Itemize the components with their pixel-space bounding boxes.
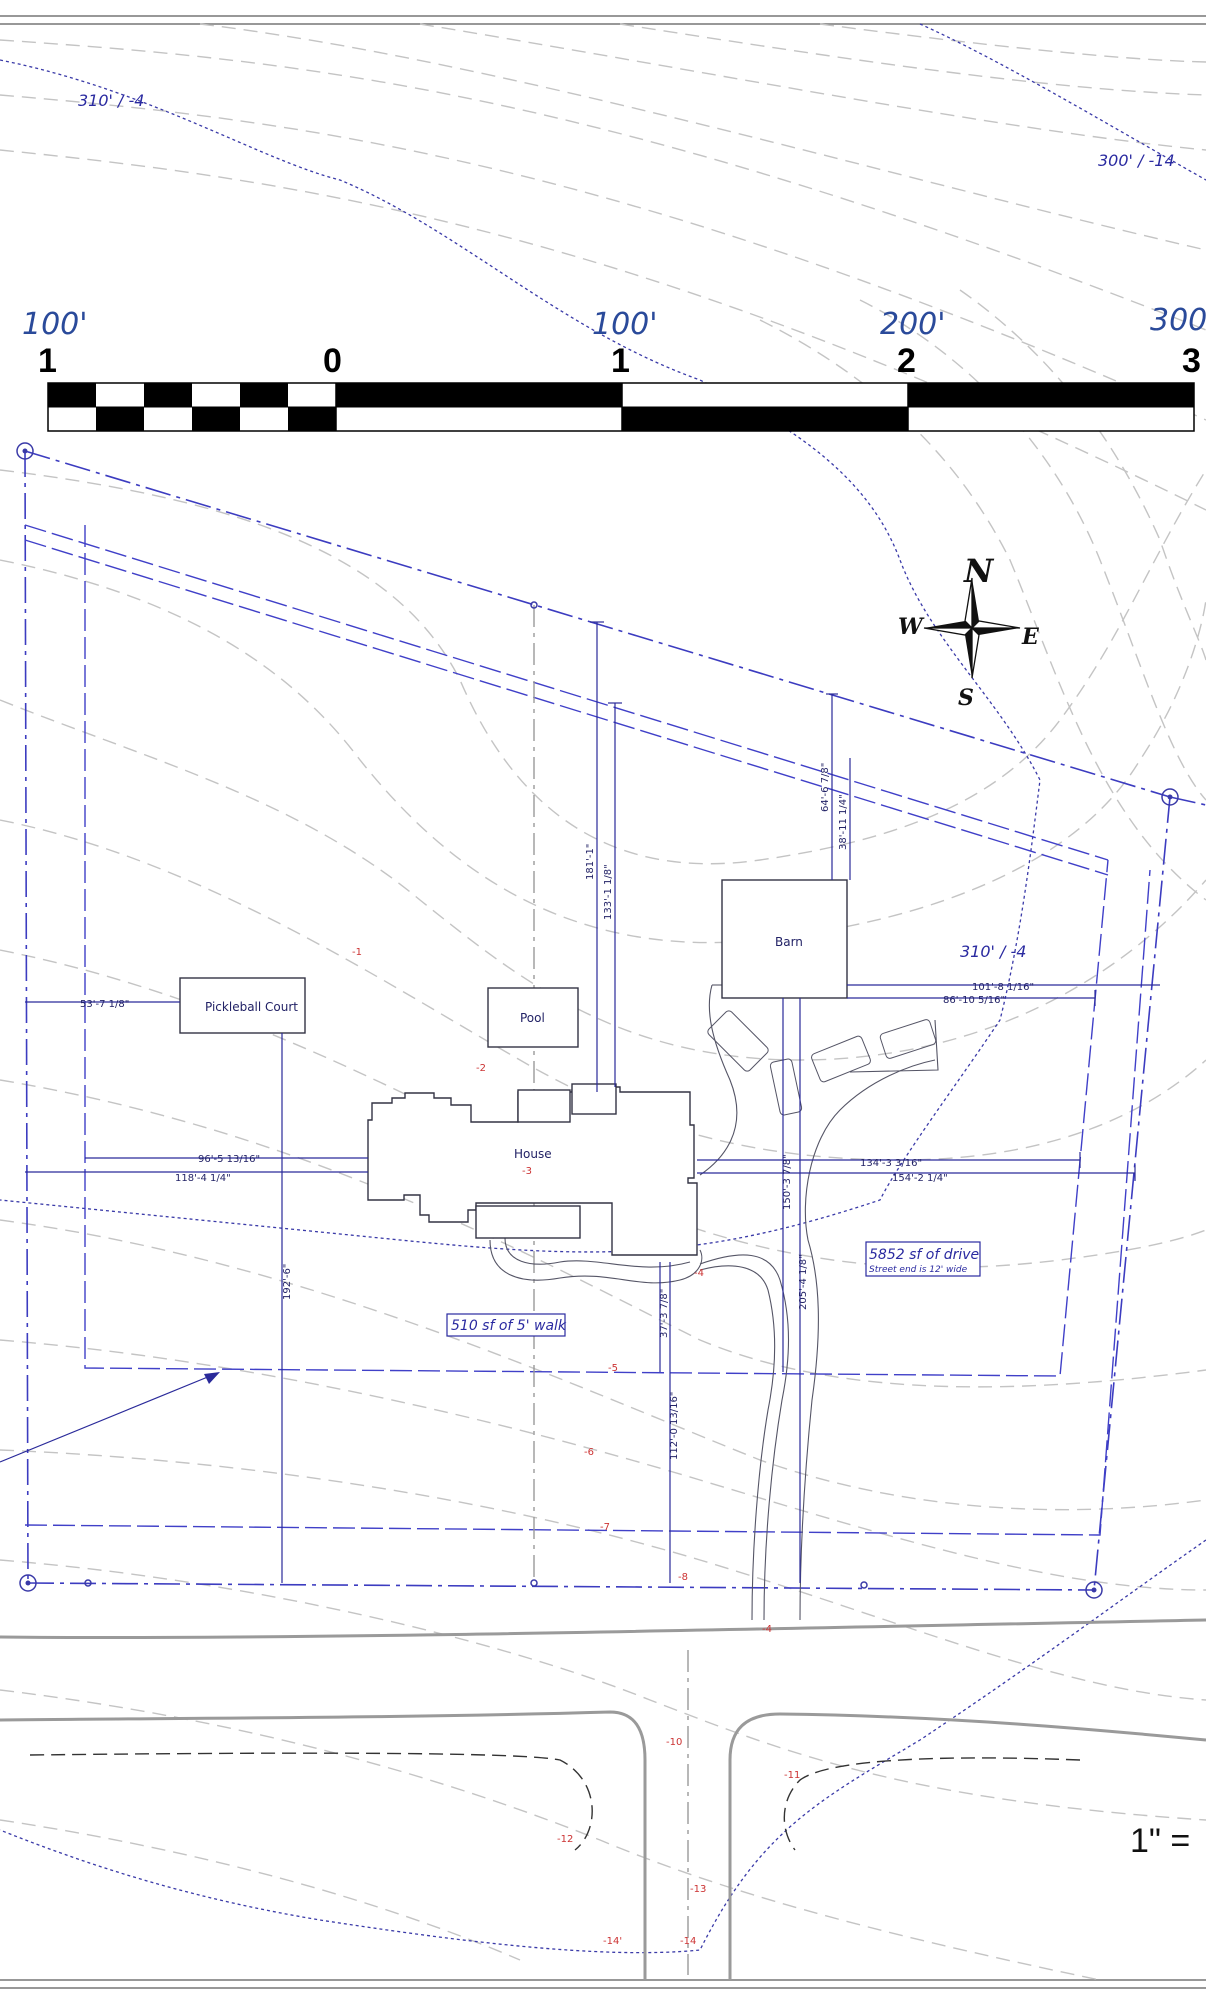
- elev-10: -10: [666, 1737, 682, 1748]
- dim-205: 205'-4 1/8": [798, 1254, 809, 1310]
- scale-note: 1" =: [1130, 1822, 1190, 1860]
- dim-154: 154'-2 1/4": [892, 1173, 948, 1184]
- contour-label-near-barn: 310' / -4: [960, 942, 1026, 961]
- contour-label-top-left: 310' / -4: [78, 91, 144, 110]
- scale-feet-label-0: 100': [22, 307, 88, 342]
- elev-12: -12: [557, 1834, 573, 1845]
- house-bump-1: [517, 1089, 571, 1123]
- elev-5: -5: [608, 1363, 618, 1374]
- dimension-lines: [0, 621, 1160, 1583]
- major-contours: [0, 23, 1206, 1954]
- survey-pins: [16, 442, 1179, 1599]
- dim-53: 53'-7 1/8": [80, 999, 129, 1010]
- elev-1: -1: [352, 947, 362, 958]
- house-label: House: [514, 1147, 552, 1161]
- dim-112: 112'-0 13/16": [669, 1392, 680, 1460]
- dim-86: 86'-10 5/16": [943, 995, 1005, 1006]
- topo-contours: [0, 23, 1206, 1981]
- dim-64: 64'-6 7/8": [820, 763, 831, 812]
- elev-11: -11: [784, 1770, 800, 1781]
- graphic-scale-bar: [47, 382, 1195, 432]
- compass-s: S: [958, 685, 974, 711]
- dim-192: 192'-6": [282, 1264, 293, 1300]
- scale-tick-label-0: 1: [38, 342, 57, 380]
- barn-label: Barn: [775, 935, 803, 949]
- scale-tick-label-2: 1: [611, 342, 630, 380]
- drive-callout-note: Street end is 12' wide: [869, 1265, 968, 1275]
- elev-8: -8: [678, 1572, 688, 1583]
- house-patio: [475, 1205, 581, 1239]
- compass-w: W: [898, 614, 925, 640]
- north-arrow-icon: [923, 577, 1021, 679]
- dim-96: 96'-5 13/16": [198, 1154, 260, 1165]
- dim-134: 134'-3 3/16": [860, 1158, 922, 1169]
- scale-feet-label-2: 200': [880, 307, 946, 342]
- dim-133: 133'-1 1/8": [603, 864, 614, 920]
- scale-feet-label-3: 300: [1150, 303, 1206, 338]
- house-footprint: [367, 1086, 698, 1256]
- walks-and-drive: [489, 984, 939, 1621]
- house-bump-2: [571, 1083, 617, 1115]
- pickleball-court-footprint: [179, 977, 306, 1034]
- elev-13: -13: [690, 1884, 706, 1895]
- dim-118: 118'-4 1/4": [175, 1173, 231, 1184]
- elev-6: -6: [584, 1447, 594, 1458]
- elev-7: -7: [600, 1522, 610, 1533]
- compass-n: N: [963, 552, 995, 590]
- pool-footprint: [487, 987, 579, 1048]
- pickleball-court-label: Pickleball Court: [205, 1000, 298, 1014]
- scale-tick-label-4: 3: [1182, 342, 1201, 380]
- drive-callout-box: [865, 1241, 981, 1277]
- dim-101: 101'-8 1/16": [972, 982, 1034, 993]
- elev-4: -4: [694, 1268, 704, 1279]
- walk-callout: 510 sf of 5' walk: [451, 1318, 567, 1334]
- dim-37: 37'-3 7/8": [659, 1289, 670, 1338]
- walk-callout-box: [446, 1313, 566, 1337]
- dim-181: 181'-1": [585, 844, 596, 880]
- elev-14b: -14: [680, 1936, 696, 1947]
- scale-feet-label-1: 100': [592, 307, 658, 342]
- barn-footprint: [721, 879, 848, 999]
- scale-tick-label-3: 2: [897, 342, 916, 380]
- street: [0, 1618, 1206, 1980]
- contour-label-top-right: 300' / -14: [1098, 151, 1175, 170]
- dim-38: 38'-11 1/4": [838, 794, 849, 850]
- elev-3: -3: [522, 1166, 532, 1177]
- dim-150: 150'-3 7/8": [782, 1154, 793, 1210]
- drive-callout: 5852 sf of drive: [869, 1247, 979, 1263]
- elev-4b: -4: [762, 1624, 772, 1635]
- compass-e: E: [1021, 624, 1040, 650]
- elev-2: -2: [476, 1063, 486, 1074]
- elev-14: -14': [603, 1936, 622, 1947]
- scale-tick-label-1: 0: [323, 342, 342, 380]
- pool-label: Pool: [520, 1011, 545, 1025]
